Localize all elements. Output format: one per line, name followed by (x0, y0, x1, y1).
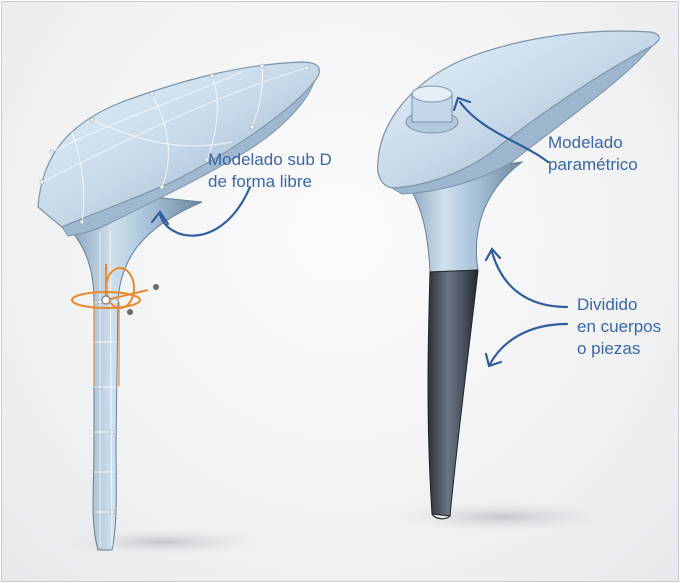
left-shadow (52, 528, 272, 556)
arrow-divided-up-icon (492, 252, 567, 307)
label-divided-line2: en cuerpos (577, 316, 661, 338)
parametric-implant-model (378, 31, 660, 519)
right-shadow (382, 501, 622, 533)
parametric-feature (406, 86, 458, 133)
arrow-divided-down-icon (490, 324, 567, 364)
label-parametric-line1: Modelado (548, 132, 638, 154)
label-subd-line2: de forma libre (208, 171, 332, 193)
label-divided-line3: o piezas (577, 338, 661, 360)
subd-implant-model (38, 62, 319, 550)
label-subd-line1: Modelado sub D (208, 149, 332, 171)
label-divided-bodies: Dividido en cuerpos o piezas (577, 294, 661, 360)
label-parametric-line2: paramétrico (548, 154, 638, 176)
label-subd-modeling: Modelado sub D de forma libre (208, 149, 332, 193)
label-parametric-modeling: Modelado paramétrico (548, 132, 638, 176)
label-divided-line1: Dividido (577, 294, 661, 316)
